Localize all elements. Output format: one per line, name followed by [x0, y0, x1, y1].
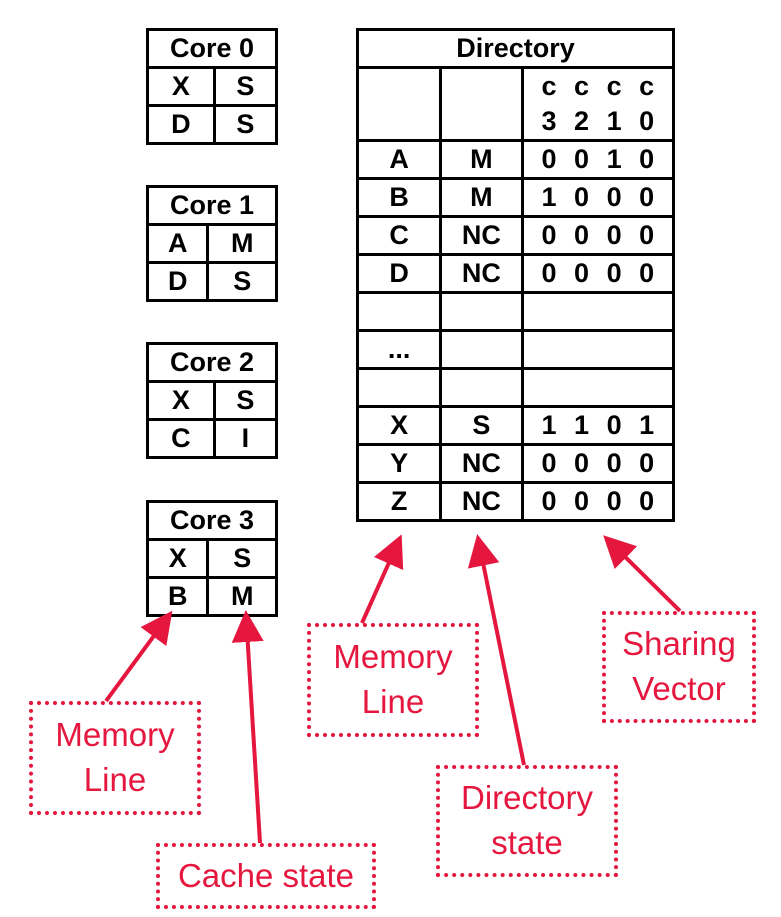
callout-text: Memory Line: [333, 638, 453, 720]
dir-line-cell: Z: [355, 481, 443, 522]
dir-state-cell: M: [439, 139, 524, 180]
arrow-cache-state: [231, 610, 264, 844]
dir-vector-cell: 0 0 0 0: [520, 481, 676, 522]
callout-directory-state: Directory state: [436, 765, 618, 877]
cache-line-cell: X: [146, 380, 216, 421]
dir-line-cell: A: [355, 139, 443, 180]
dir-vector-cell: 0 0 0 0: [520, 443, 676, 484]
cache-state-cell: S: [206, 538, 278, 579]
dir-line-cell: Y: [355, 443, 443, 484]
dir-state-cell: [439, 291, 524, 332]
cache-line-cell: C: [146, 418, 216, 459]
directory-row: [355, 367, 676, 408]
arrow-dir-memory-line: [360, 534, 404, 624]
dir-vector-cell: 0 0 1 0: [520, 139, 676, 180]
dir-vector-cell: 0 0 0 0: [520, 253, 676, 294]
dir-line-cell: C: [355, 215, 443, 256]
dir-state-cell: [439, 367, 524, 408]
arrow-core-memory-line: [104, 610, 173, 703]
dir-line-cell: [355, 291, 443, 332]
dir-vector-cell: [520, 291, 676, 332]
dir-state-cell: M: [439, 177, 524, 218]
callout-text: Sharing Vector: [622, 625, 736, 707]
cache-line-cell: D: [145, 261, 210, 302]
arrow-directory-state: [467, 534, 526, 766]
callout-text: Directory state: [460, 779, 594, 861]
dir-line-cell: B: [355, 177, 443, 218]
directory-title: Directory: [356, 28, 675, 69]
cache-line-cell: B: [145, 576, 210, 617]
cache-state-cell: I: [212, 418, 279, 459]
core-title: Core 3: [146, 500, 278, 541]
callout-core-memory-line: Memory Line: [29, 701, 201, 815]
cache-state-cell: S: [212, 380, 279, 421]
dir-line-cell: D: [355, 253, 443, 294]
dir-line-cell: [355, 367, 443, 408]
cache-line-cell: X: [145, 538, 210, 579]
dir-state-cell: NC: [439, 253, 524, 294]
callout-text: Memory Line: [55, 716, 175, 798]
directory-header-empty: [439, 66, 524, 142]
sharing-vector-header-indices: 3 2 1 0: [520, 104, 676, 142]
cache-line-cell: D: [146, 104, 216, 145]
directory-row: [355, 291, 676, 332]
dir-vector-cell: 1 1 0 1: [520, 405, 676, 446]
cache-state-cell: S: [212, 104, 279, 145]
directory-row: ...: [355, 329, 676, 370]
directory-header-empty: [355, 66, 443, 142]
cache-state-cell: M: [206, 223, 278, 264]
dir-state-cell: [439, 329, 524, 370]
dir-state-cell: NC: [439, 215, 524, 256]
dir-line-cell: X: [355, 405, 443, 446]
dir-vector-cell: 0 0 0 0: [520, 215, 676, 256]
dir-vector-cell: [520, 329, 676, 370]
dir-state-cell: NC: [439, 443, 524, 484]
dir-state-cell: S: [439, 405, 524, 446]
cache-line-cell: A: [145, 223, 210, 264]
core-title: Core 2: [146, 342, 278, 383]
sharing-vector-header-cores: c c c c: [520, 66, 676, 104]
dir-vector-cell: 1 0 0 0: [520, 177, 676, 218]
callout-sharing-vector: Sharing Vector: [602, 611, 756, 723]
dir-state-cell: NC: [439, 481, 524, 522]
cache-state-cell: S: [212, 66, 279, 107]
callout-cache-state: Cache state: [156, 843, 376, 909]
dir-line-cell: ...: [355, 329, 443, 370]
arrow-sharing-vector: [603, 535, 682, 613]
callout-dir-memory-line: Memory Line: [307, 623, 479, 737]
dir-vector-cell: [520, 367, 676, 408]
cache-state-cell: S: [206, 261, 278, 302]
core-title: Core 0: [146, 28, 278, 69]
core-title: Core 1: [146, 185, 278, 226]
callout-text: Cache state: [177, 856, 355, 894]
cache-line-cell: X: [146, 66, 216, 107]
